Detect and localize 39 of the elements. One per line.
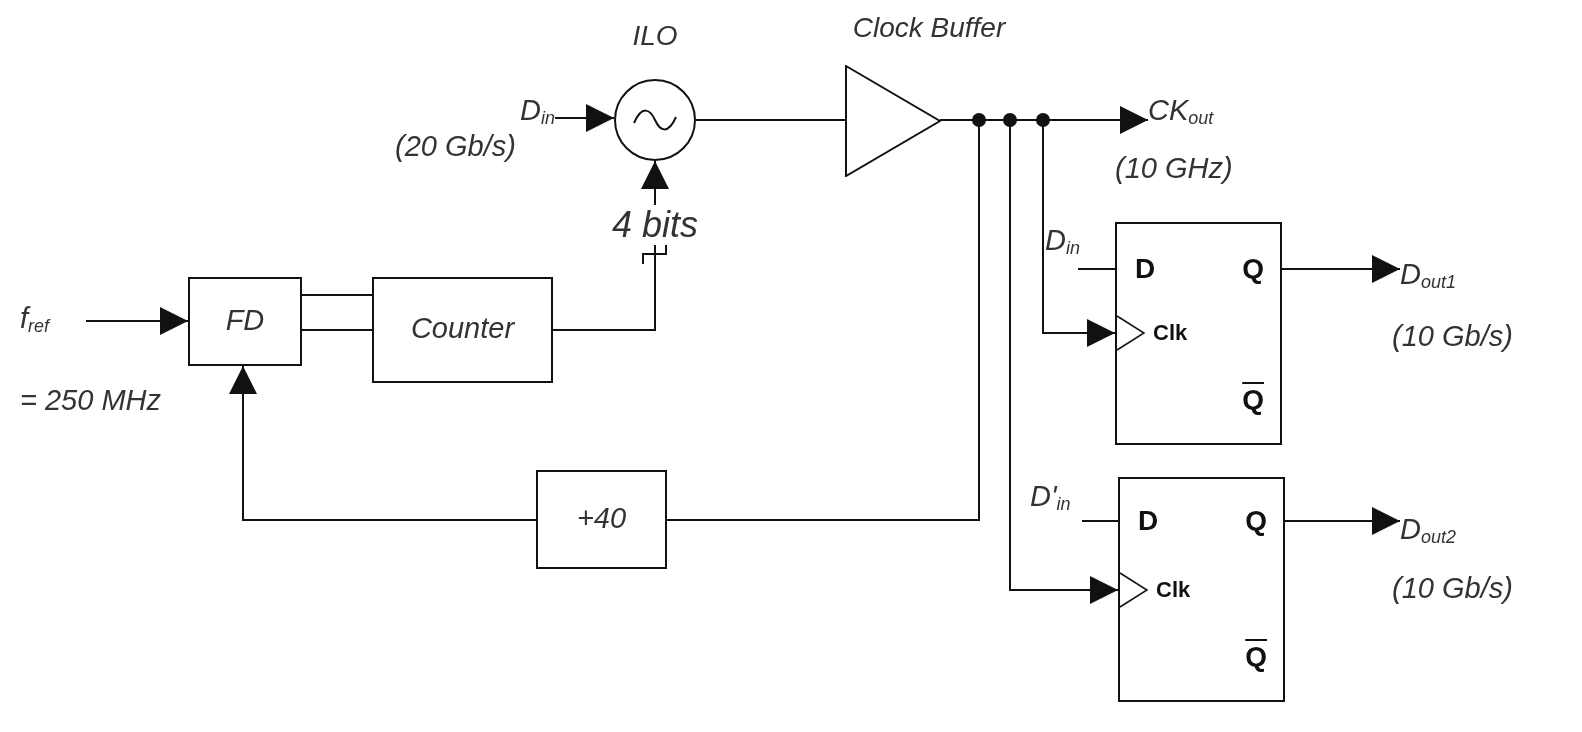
arrow [229,365,537,521]
signal-label: D$_{out1}$ [1400,256,1510,296]
arrow [1281,255,1401,283]
flip-flop-box [1115,222,1282,445]
pin-label: D [1138,506,1159,536]
rate-label: (10 Gb/s) [1392,319,1513,354]
wire [301,329,373,331]
wire [695,119,846,121]
pin-label: Q [1245,506,1267,536]
block-label: Counter [409,312,516,345]
block-label: FD [224,303,266,337]
rate-label: (10 Gb/s) [1392,571,1513,606]
pin-label: Q [1242,254,1264,284]
block-box [372,277,553,383]
input-label: D$_{in}$ [1045,223,1080,261]
block-title: ILO [631,20,679,52]
input-label: D'$_{in}$ [1030,479,1071,517]
wire [301,294,373,296]
flip-flop-box [1118,477,1285,702]
arrow [1284,507,1401,535]
signal-label: f$_{ref}$ [20,300,86,344]
block-label: +40 [575,501,628,535]
signal-label: D$_{out2}$ [1400,511,1510,551]
block-title: Clock Buffer [851,12,1008,44]
pin-label: Clk [1153,319,1188,347]
rate-label: (20 Gb/s) [395,129,516,164]
rate-label: = 250 MHz [20,383,162,418]
edge-label: 4 bits [610,205,700,245]
block-box [536,470,667,569]
pin-label: D [1135,254,1156,284]
signal-label: D$_{in}$ [430,92,555,130]
arrow [554,104,615,132]
arrow [85,307,189,335]
rate-label: (10 GHz) [1115,151,1233,186]
block-box [188,277,302,366]
pin-label: Q [1245,642,1267,672]
pin-label: Clk [1156,576,1191,604]
pin-label: Q [1242,385,1264,415]
signal-label: CK$_{out}$ [1148,92,1248,132]
